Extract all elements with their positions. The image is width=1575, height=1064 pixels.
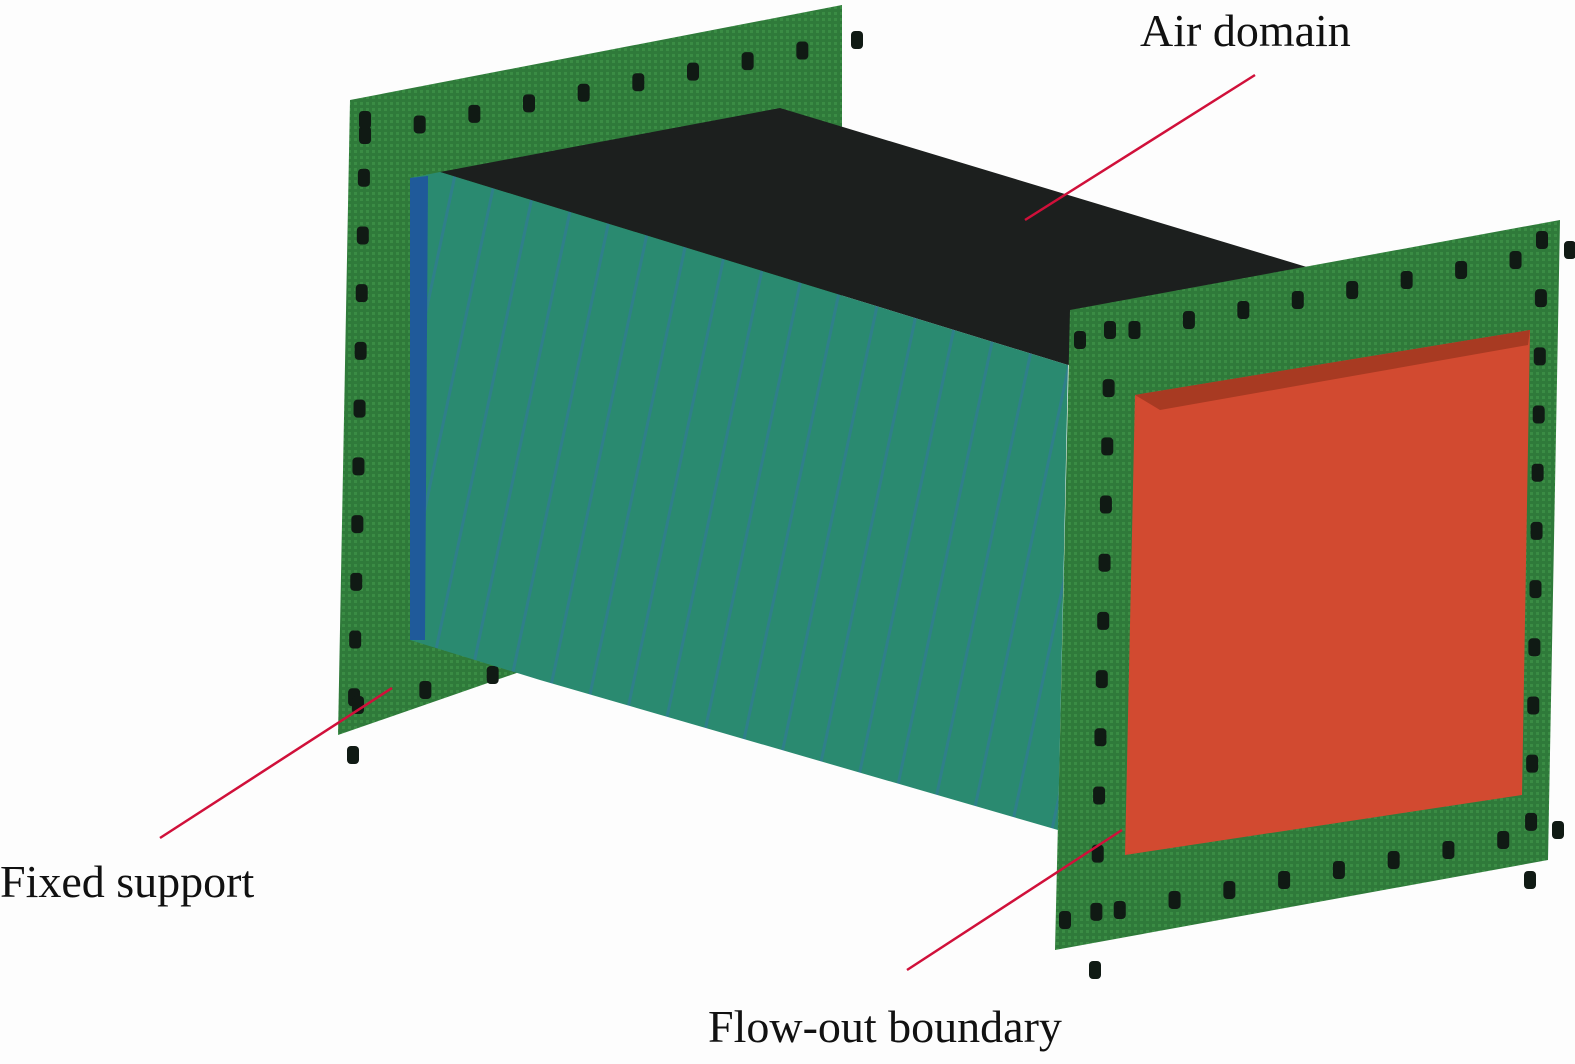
bolt-hole [1530,521,1543,540]
bolt-hole [413,115,426,134]
bolt-hole [468,104,481,123]
bolt-hole [1059,911,1071,929]
bolt-hole [350,572,363,591]
bolt-hole [1552,821,1564,839]
air-domain-top-face [440,108,1310,365]
bolt-hole [1346,281,1359,299]
bolt-hole [355,284,368,303]
bolt-hole [1128,321,1141,339]
bolt-hole [1093,786,1106,805]
bolt-hole [349,630,362,649]
bolt-hole [1101,437,1114,456]
label-air-domain: Air domain [1140,5,1351,56]
bolt-hole [1564,241,1575,259]
bolt-hole [577,83,590,102]
right-plate-bolts [1059,231,1575,979]
bolt-hole [486,666,499,684]
bolt-hole [1094,728,1107,747]
bolt-hole [356,226,369,245]
bolt-hole [1095,670,1108,689]
bolt-hole [523,94,535,113]
bolt-hole [1182,311,1195,329]
left-plate-bolts [347,31,863,764]
bolt-hole [1097,611,1110,630]
bolt-hole [1524,871,1536,889]
bolt-hole [1536,231,1548,249]
bolt-hole [1332,861,1345,879]
leader-line-air-domain [1024,73,1256,222]
bolt-hole [851,31,863,49]
bolt-hole [354,341,367,360]
bolt-hole [1090,902,1103,921]
bolt-hole [796,41,809,60]
bolt-hole [1099,495,1112,514]
bolt-hole [741,52,754,71]
flow-out-boundary-face [1125,330,1530,855]
bolt-hole [1074,331,1086,349]
bolt-hole [1532,405,1545,424]
bolt-hole [419,681,432,699]
bolt-hole [1534,289,1547,308]
bolt-hole [1525,812,1538,831]
label-fixed-support: Fixed support [0,856,255,907]
bolt-hole [632,73,645,92]
bolt-hole [359,111,371,129]
bolt-hole [1526,754,1539,773]
bolt-hole [1237,301,1250,319]
bolt-hole [1533,347,1546,366]
bolt-hole [1531,463,1544,482]
bolt-hole [1528,638,1541,657]
label-flow-out-boundary: Flow-out boundary [708,1001,1062,1052]
bolt-hole [1102,379,1115,398]
bolt-hole [1113,901,1126,919]
bolt-hole [687,62,699,81]
bolt-hole [1104,321,1116,339]
bolt-hole [1223,881,1236,899]
bolt-hole [1400,271,1413,289]
leader-line-fixed-support [159,686,393,840]
bolt-hole [1291,291,1304,309]
bolt-hole [351,515,364,534]
bolt-hole [1509,251,1522,269]
air-domain-side-face [410,172,1068,830]
bolt-hole [1168,891,1181,909]
bolt-hole [357,168,370,187]
bolt-hole [1089,961,1101,979]
bolt-hole [1387,851,1400,869]
air-domain-edge [410,176,428,640]
bolt-hole [347,746,359,764]
bolt-hole [359,126,371,144]
bolt-hole [1442,841,1455,859]
bolt-hole [1529,580,1542,599]
bolt-hole [1278,871,1291,889]
bolt-hole [1455,261,1468,279]
leader-line-flow-out [906,828,1123,972]
flow-out-boundary-top-strip [1135,330,1530,410]
bolt-hole [353,399,366,418]
bolt-hole [352,457,365,476]
bolt-hole [1098,553,1111,572]
bolt-hole [1497,831,1510,849]
bolt-hole [1527,696,1540,715]
